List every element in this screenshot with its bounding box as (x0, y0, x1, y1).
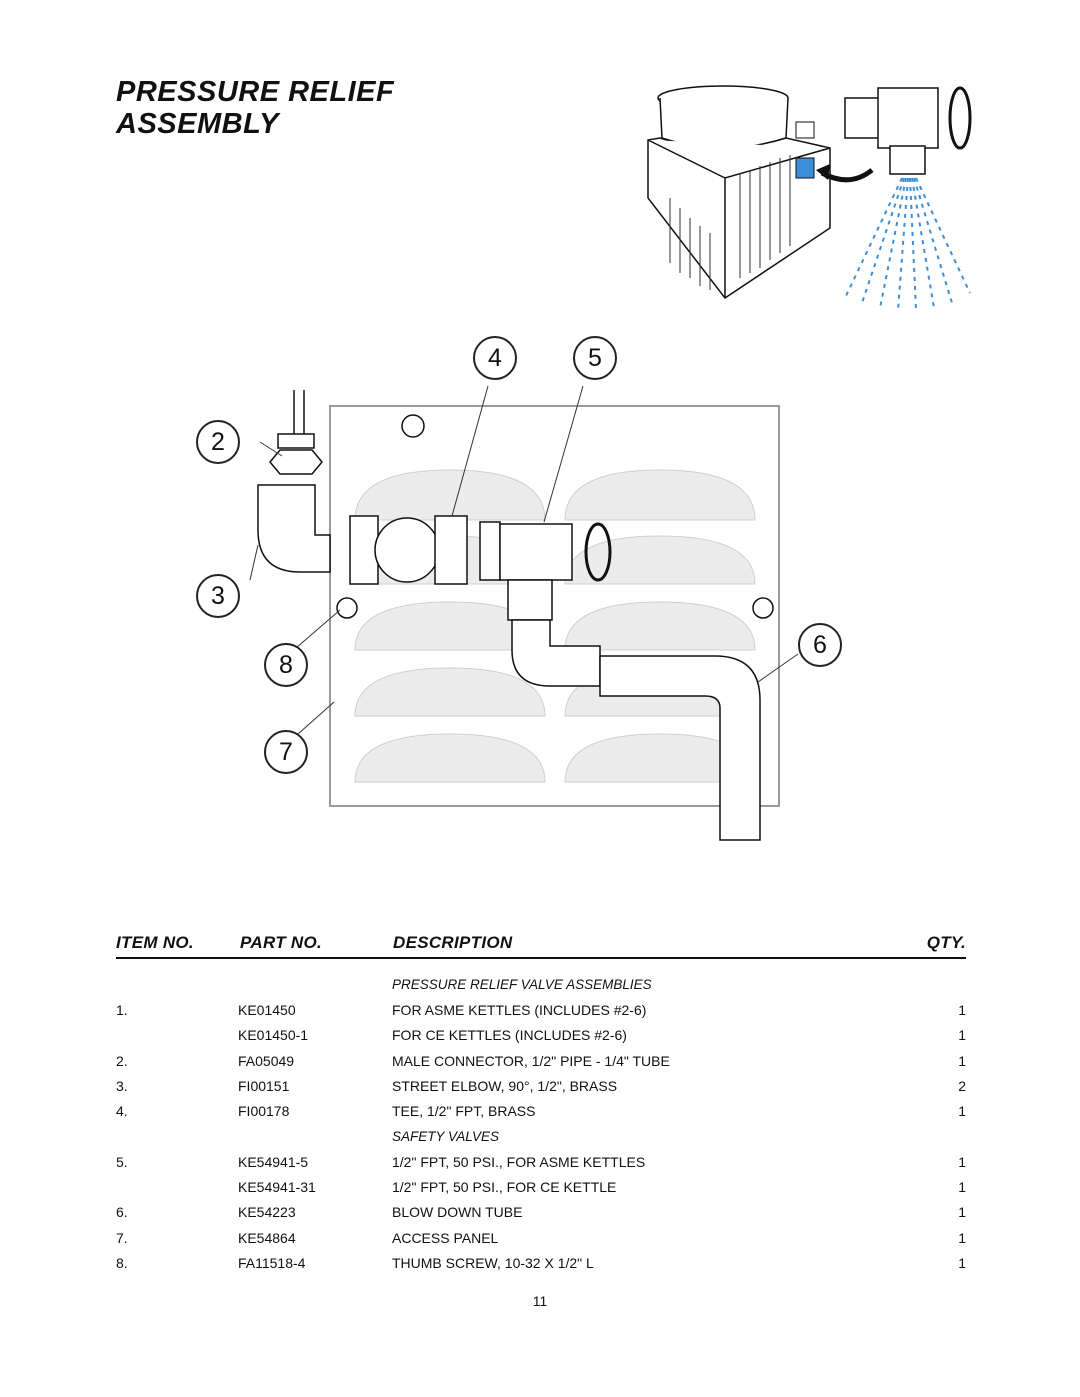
cell-part: KE54941-31 (238, 1179, 316, 1196)
cell-item: 2. (116, 1052, 128, 1069)
cell-description: TEE, 1/2" FPT, BRASS (392, 1103, 536, 1120)
cell-description: MALE CONNECTOR, 1/2" PIPE - 1/4" TUBE (392, 1052, 670, 1069)
header-item-no: ITEM NO. (116, 933, 194, 952)
cell-description: 1/2" FPT, 50 PSI., FOR CE KETTLE (392, 1179, 617, 1196)
cell-item: 4. (116, 1103, 128, 1120)
cell-description: THUMB SCREW, 10-32 X 1/2" L (392, 1254, 594, 1271)
cell-part: FI00151 (238, 1077, 290, 1094)
title-line-2: ASSEMBLY (116, 108, 279, 140)
table-row: KE01450-1 FOR CE KETTLES (INCLUDES #2-6)… (116, 1023, 966, 1048)
cell-part: FI00178 (238, 1103, 290, 1120)
table-row: 5. KE54941-5 1/2" FPT, 50 PSI., FOR ASME… (116, 1149, 966, 1174)
header-part-no: PART NO. (240, 933, 323, 952)
cell-part: KE54223 (238, 1204, 296, 1221)
table-row: 4. FI00178 TEE, 1/2" FPT, BRASS 1 (116, 1098, 966, 1123)
cell-part: KE54941-5 (238, 1153, 309, 1170)
cell-item (116, 972, 238, 997)
cell-part (238, 972, 392, 997)
cell-qty: 1 (958, 1103, 966, 1120)
cell-item (116, 1124, 238, 1149)
thumb-screw (336, 414, 774, 619)
cell-description: 1/2" FPT, 50 PSI., FOR ASME KETTLES (392, 1153, 646, 1170)
elbow-fitting (257, 484, 331, 573)
cell-qty: 1 (958, 1153, 966, 1170)
cell-item: 1. (116, 1001, 128, 1018)
cell-qty: 2 (958, 1077, 966, 1094)
cell-description: SAFETY VALVES (392, 1128, 500, 1144)
assembly-diagram (249, 385, 799, 841)
table-row: 1. KE01450 FOR ASME KETTLES (INCLUDES #2… (116, 997, 966, 1022)
callout-6: 6 (798, 623, 842, 667)
cell-item: 3. (116, 1077, 128, 1094)
table-row: 2. FA05049 MALE CONNECTOR, 1/2" PIPE - 1… (116, 1048, 966, 1073)
table-row: 3. FI00151 STREET ELBOW, 90°, 1/2", BRAS… (116, 1073, 966, 1098)
cell-part (238, 1124, 392, 1149)
cell-item: 5. (116, 1153, 128, 1170)
kettle-illustration (647, 85, 972, 311)
cell-description: BLOW DOWN TUBE (392, 1204, 523, 1221)
header-qty: QTY. (926, 933, 966, 952)
cell-item (116, 1174, 238, 1199)
cell-qty: 1 (958, 1027, 966, 1044)
header-description: DESCRIPTION (393, 933, 513, 952)
cell-item (116, 1023, 238, 1048)
table-row: PRESSURE RELIEF VALVE ASSEMBLIES (116, 972, 966, 997)
parts-table: PRESSURE RELIEF VALVE ASSEMBLIES 1. KE01… (116, 972, 966, 1276)
cell-item: 8. (116, 1254, 128, 1271)
cell-qty: 1 (958, 1001, 966, 1018)
cell-qty: 1 (958, 1254, 966, 1271)
page-title: PRESSURE RELIEF ASSEMBLY (116, 76, 394, 140)
cell-part: KE01450 (238, 1001, 296, 1018)
callout-3: 3 (196, 574, 240, 618)
table-row: SAFETY VALVES (116, 1124, 966, 1149)
callout-2: 2 (196, 420, 240, 464)
cell-item: 6. (116, 1204, 128, 1221)
callout-5: 5 (573, 336, 617, 380)
cell-description: ACCESS PANEL (392, 1229, 499, 1246)
callout-7: 7 (264, 730, 308, 774)
cell-description: FOR ASME KETTLES (INCLUDES #2-6) (392, 1001, 647, 1018)
table-row: 7. KE54864 ACCESS PANEL 1 (116, 1225, 966, 1250)
cell-qty: 1 (958, 1204, 966, 1221)
cell-qty (912, 1124, 966, 1149)
blow-down-tube (511, 619, 761, 841)
title-line-1: PRESSURE RELIEF (116, 76, 395, 108)
cell-qty: 1 (958, 1052, 966, 1069)
cell-part: KE54864 (238, 1229, 296, 1246)
page-number: 11 (532, 1293, 548, 1309)
table-row: KE54941-31 1/2" FPT, 50 PSI., FOR CE KET… (116, 1174, 966, 1199)
cell-qty (912, 972, 966, 997)
cell-description: STREET ELBOW, 90°, 1/2", BRASS (392, 1077, 618, 1094)
callout-4: 4 (473, 336, 517, 380)
header-rule (116, 957, 966, 959)
callout-8: 8 (264, 643, 308, 687)
cell-qty: 1 (958, 1179, 966, 1196)
cell-item: 7. (116, 1229, 128, 1246)
cell-part: FA05049 (238, 1052, 295, 1069)
cell-description: FOR CE KETTLES (INCLUDES #2-6) (392, 1027, 627, 1044)
safety-valve (479, 521, 612, 621)
tee-fitting (349, 515, 468, 585)
cell-description: PRESSURE RELIEF VALVE ASSEMBLIES (392, 977, 652, 993)
table-row: 6. KE54223 BLOW DOWN TUBE 1 (116, 1200, 966, 1225)
table-row: 8. FA11518-4 THUMB SCREW, 10-32 X 1/2" L… (116, 1250, 966, 1275)
cell-part: FA11518-4 (238, 1254, 306, 1271)
cell-part: KE01450-1 (238, 1027, 309, 1044)
cell-qty: 1 (958, 1229, 966, 1246)
